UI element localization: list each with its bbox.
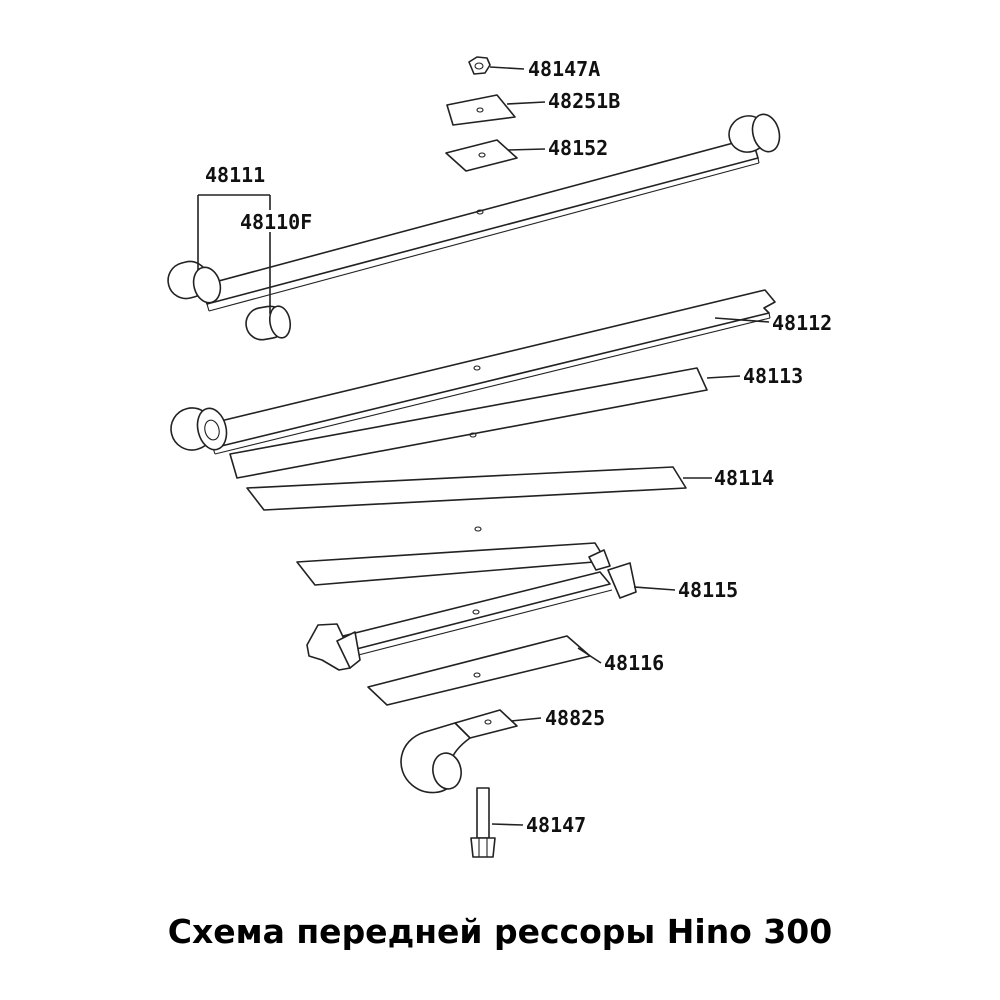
leader-main-leaf xyxy=(197,194,271,314)
leaf-5-part xyxy=(306,549,676,671)
shackle-part xyxy=(400,709,542,794)
top-plate-part xyxy=(446,94,546,126)
leaf-4-part xyxy=(246,466,712,532)
diagram-caption: Схема передней рессоры Hino 300 xyxy=(167,912,833,951)
lower-plate-part xyxy=(445,139,546,172)
bushing-part xyxy=(245,305,292,341)
nut-part xyxy=(468,56,525,75)
leaf-4-lower-part xyxy=(296,542,607,586)
label-shackle: 48825 xyxy=(545,706,605,730)
label-top-plate: 48251B xyxy=(548,89,620,113)
label-main-leaf: 48111 xyxy=(205,163,265,187)
main-leaf-part xyxy=(167,113,781,312)
label-nut: 48147A xyxy=(528,57,600,81)
label-bolt: 48147 xyxy=(526,813,586,837)
label-leaf-2: 48112 xyxy=(772,311,832,335)
bolt-part xyxy=(470,787,524,858)
leaf-6-part xyxy=(367,635,602,706)
label-leaf-5: 48115 xyxy=(678,578,738,602)
label-leaf-4: 48114 xyxy=(714,466,774,490)
leaf-3-part xyxy=(229,367,741,479)
label-bushing: 48110F xyxy=(240,210,312,234)
label-leaf-6: 48116 xyxy=(604,651,664,675)
label-leaf-3: 48113 xyxy=(743,364,803,388)
label-lower-plate: 48152 xyxy=(548,136,608,160)
leaf-2-part xyxy=(170,289,776,455)
